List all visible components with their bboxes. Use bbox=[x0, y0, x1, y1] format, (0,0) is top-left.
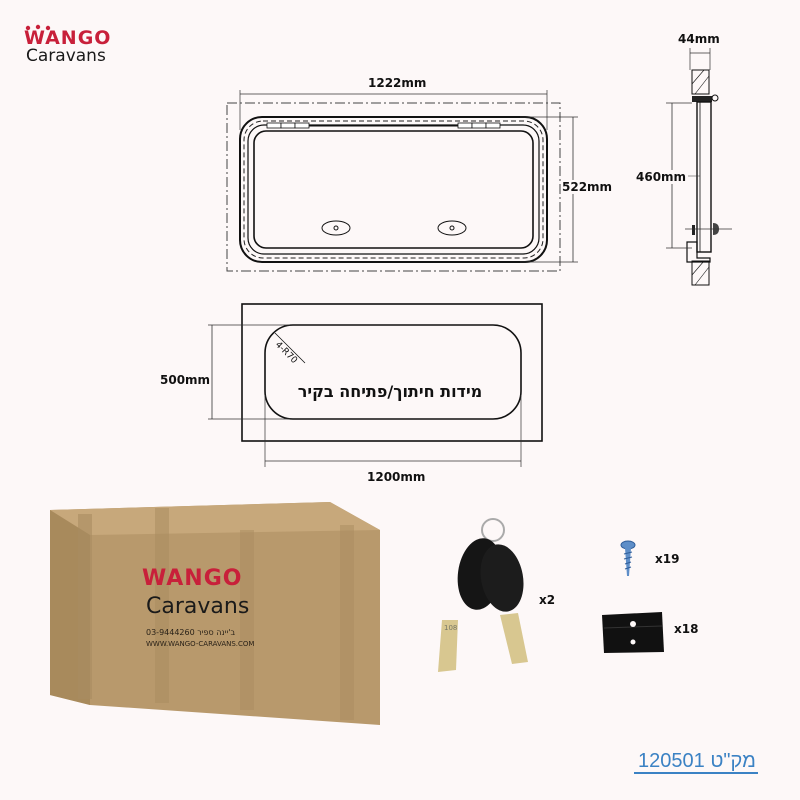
cutout-width-label: 1200mm bbox=[367, 470, 426, 484]
crown-icon bbox=[25, 24, 51, 31]
box-brand-caravans: Caravans bbox=[146, 594, 250, 619]
sku-prefix: מק"ט bbox=[710, 750, 756, 772]
front-height-label: 522mm bbox=[562, 180, 613, 194]
front-width-label: 1222mm bbox=[368, 76, 427, 90]
front-view-drawing: 1222mm 522mm bbox=[220, 70, 613, 280]
side-depth-label: 44mm bbox=[678, 32, 720, 46]
box-phone: 03-9444260 ב'יינה ספיר bbox=[146, 628, 236, 637]
screws-quantity: x19 bbox=[655, 552, 680, 566]
cutout-view-drawing: 4-R70 500mm מידות חיתוך/פתיחה בקיר 1200m… bbox=[150, 295, 560, 490]
sku-label: מק"ט 120501 bbox=[634, 750, 758, 774]
frame-outline bbox=[226, 90, 578, 272]
cutout-outline bbox=[208, 303, 543, 467]
key-number: 108 bbox=[444, 624, 458, 632]
keys-image: 108 bbox=[430, 512, 530, 677]
brand-name-caravans: Caravans bbox=[26, 46, 106, 66]
side-view-drawing: 44mm 460mm bbox=[636, 20, 780, 290]
keys-quantity: x2 bbox=[539, 593, 556, 607]
bracket-icon bbox=[602, 612, 664, 653]
box-brand-wango: WANGO bbox=[142, 566, 243, 591]
key-icon bbox=[438, 518, 528, 672]
cutout-caption: מידות חיתוך/פתיחה בקיר bbox=[297, 382, 483, 401]
cutout-height-label: 500mm bbox=[160, 373, 211, 387]
brand-name-wango: WANGO bbox=[24, 27, 112, 49]
box-shape bbox=[50, 502, 380, 725]
brand-logo: WANGO Caravans bbox=[24, 22, 134, 70]
side-profile bbox=[666, 48, 732, 286]
box-website: WWW.WANGO-CARAVANS.COM bbox=[146, 640, 255, 648]
packaging-box-image: WANGO Caravans 03-9444260 ב'יינה ספיר WW… bbox=[50, 500, 385, 725]
side-height-label: 460mm bbox=[636, 170, 689, 184]
brackets-quantity: x18 bbox=[674, 622, 699, 636]
sku-value: 120501 bbox=[638, 750, 705, 772]
screw-icon bbox=[620, 540, 636, 576]
